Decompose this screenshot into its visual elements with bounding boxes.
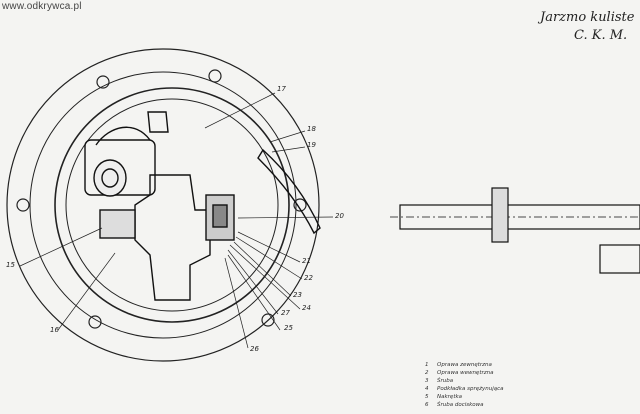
bolt-hole	[208, 69, 222, 83]
breech-block	[84, 139, 156, 196]
drawing-subtitle: C. K. M.	[574, 28, 628, 43]
bore-eye	[93, 159, 127, 197]
callout-17: 17	[277, 85, 286, 93]
barrel-collar	[491, 187, 509, 243]
top-latch	[147, 111, 169, 133]
bolt-hole	[16, 198, 30, 212]
barrel-section	[399, 204, 640, 230]
callout-15: 15	[6, 261, 15, 269]
ball-inner	[65, 98, 279, 312]
callout-27: 27	[281, 309, 290, 317]
callout-21: 21	[302, 257, 311, 265]
handle-lever	[257, 148, 321, 235]
callout-26: 26	[250, 345, 259, 353]
callout-23: 23	[293, 291, 302, 299]
callout-16: 16	[50, 326, 59, 334]
left-bracket	[99, 209, 136, 239]
drawing-title: Jarzmo kuliste	[540, 10, 635, 25]
watermark-text: www.odkrywca.pl	[2, 1, 82, 12]
callout-22: 22	[304, 274, 313, 282]
bolt-hole	[261, 313, 275, 327]
body-casting	[134, 174, 211, 301]
bolt-hole	[293, 198, 307, 212]
bolt-hole	[88, 315, 102, 329]
ball-housing	[54, 87, 290, 323]
callout-25: 25	[284, 324, 293, 332]
callout-19: 19	[307, 141, 316, 149]
callout-18: 18	[307, 125, 316, 133]
bolt-hole	[96, 75, 110, 89]
callout-24: 24	[302, 304, 311, 312]
outer-flange	[6, 48, 320, 362]
barrel-end	[599, 244, 640, 274]
callout-20: 20	[335, 212, 344, 220]
outer-flange-inner-edge	[29, 71, 297, 339]
